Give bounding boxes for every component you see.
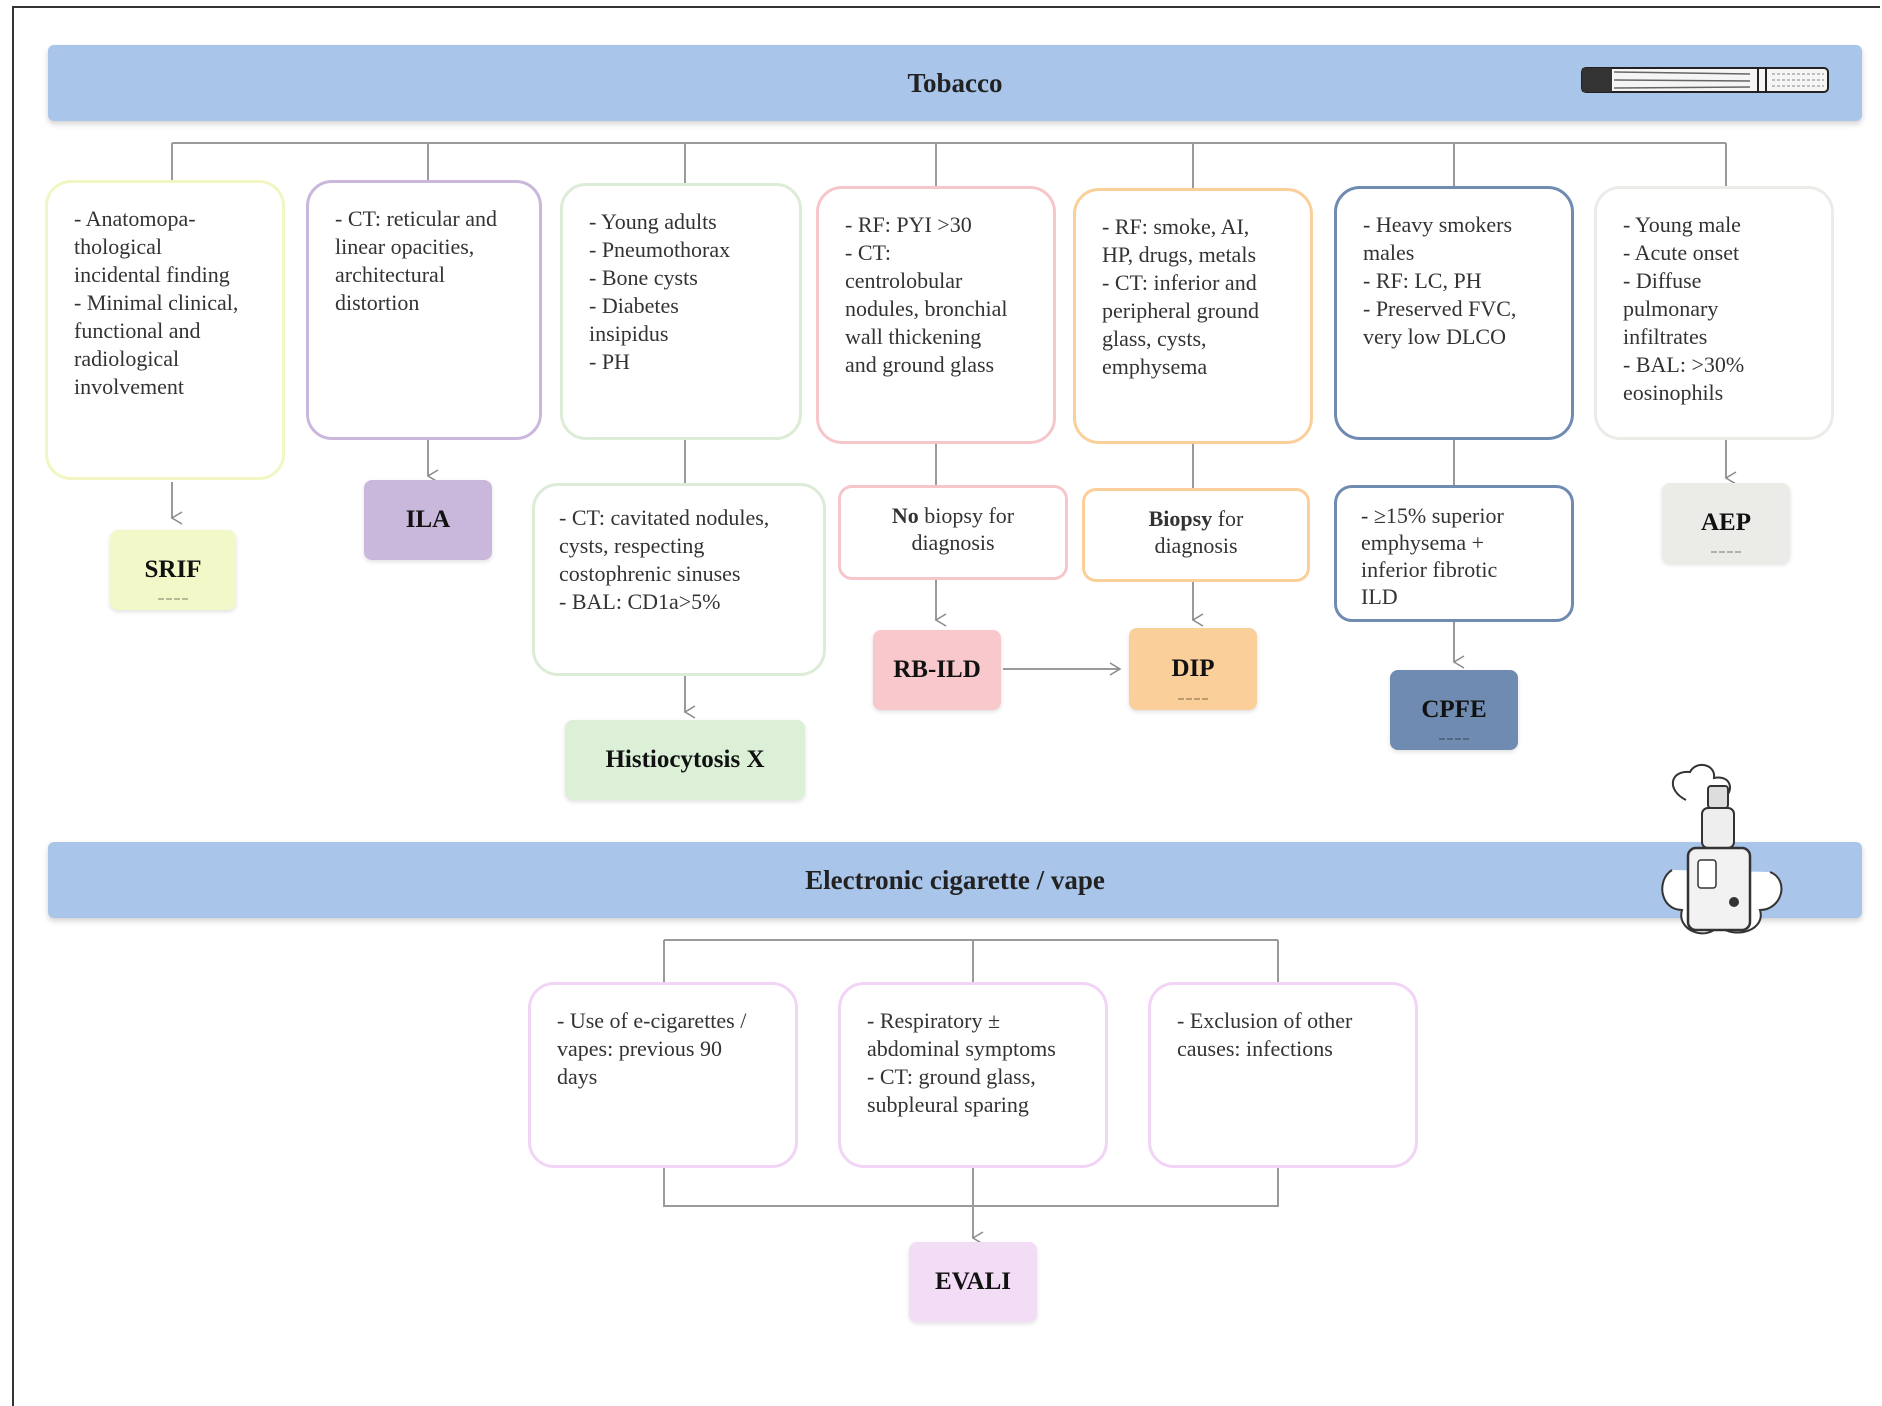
aep-criteria-box: - Young male - Acute onset - Diffuse pul… bbox=[1594, 186, 1834, 440]
evali-term: EVALI bbox=[909, 1242, 1037, 1322]
ila-criteria-box: - CT: reticular and linear opacities, ar… bbox=[306, 180, 542, 440]
figure-frame bbox=[12, 6, 1880, 1406]
rbild-no-biopsy-box: No biopsy for diagnosis bbox=[838, 485, 1068, 580]
no-biopsy-bold: No bbox=[891, 503, 919, 528]
ecig-header-label: Electronic cigarette / vape bbox=[805, 864, 1105, 895]
evali-criteria-box-3: - Exclusion of other causes: infections bbox=[1148, 982, 1418, 1168]
rbild-label: RB-ILD bbox=[893, 656, 981, 683]
histiocytosis-label: Histiocytosis X bbox=[605, 746, 765, 773]
dip-term: DIP bbox=[1129, 628, 1257, 710]
srif-label: SRIF bbox=[144, 556, 202, 583]
histiocytosis-criteria-box: - Young adults - Pneumothorax - Bone cys… bbox=[560, 183, 802, 440]
rbild-term: RB-ILD bbox=[873, 630, 1001, 710]
biopsy-rest: for diagnosis bbox=[1154, 506, 1244, 558]
evali-criteria-box-1: - Use of e-cigarettes / vapes: previous … bbox=[528, 982, 798, 1168]
cpfe-label: CPFE bbox=[1421, 696, 1487, 723]
no-biopsy-rest: biopsy for diagnosis bbox=[911, 503, 1015, 555]
cpfe-emphysema-box: - ≥15% superior emphysema + inferior fib… bbox=[1334, 485, 1574, 622]
aep-label: AEP bbox=[1701, 509, 1751, 536]
tobacco-header: Tobacco bbox=[48, 45, 1862, 121]
cigarette-icon bbox=[1581, 67, 1829, 93]
rbild-criteria-box: - RF: PYI >30 - CT: centrolobular nodule… bbox=[816, 186, 1056, 444]
ila-term: ILA bbox=[364, 480, 492, 560]
srif-criteria-box: - Anatomopa- thological incidental findi… bbox=[45, 180, 285, 480]
vape-device-icon bbox=[1661, 763, 1783, 935]
ecig-header: Electronic cigarette / vape bbox=[48, 842, 1862, 918]
dip-biopsy-box: Biopsy for diagnosis bbox=[1082, 488, 1310, 582]
srif-term: SRIF bbox=[110, 530, 236, 610]
dip-criteria-box: - RF: smoke, AI, HP, drugs, metals - CT:… bbox=[1073, 188, 1313, 444]
dip-label: DIP bbox=[1171, 655, 1215, 682]
tobacco-header-label: Tobacco bbox=[907, 67, 1003, 98]
evali-label: EVALI bbox=[935, 1268, 1011, 1295]
histiocytosis-ct-box: - CT: cavitated nodules, cysts, respecti… bbox=[532, 483, 826, 676]
cpfe-criteria-box: - Heavy smokers males - RF: LC, PH - Pre… bbox=[1334, 186, 1574, 440]
aep-term: AEP bbox=[1662, 483, 1790, 563]
ila-label: ILA bbox=[405, 506, 451, 533]
biopsy-bold: Biopsy bbox=[1148, 506, 1213, 531]
cpfe-term: CPFE bbox=[1390, 670, 1518, 750]
histiocytosis-term: Histiocytosis X bbox=[565, 720, 805, 800]
connector-lines bbox=[170, 142, 1737, 1245]
evali-criteria-box-2: - Respiratory ± abdominal symptoms - CT:… bbox=[838, 982, 1108, 1168]
